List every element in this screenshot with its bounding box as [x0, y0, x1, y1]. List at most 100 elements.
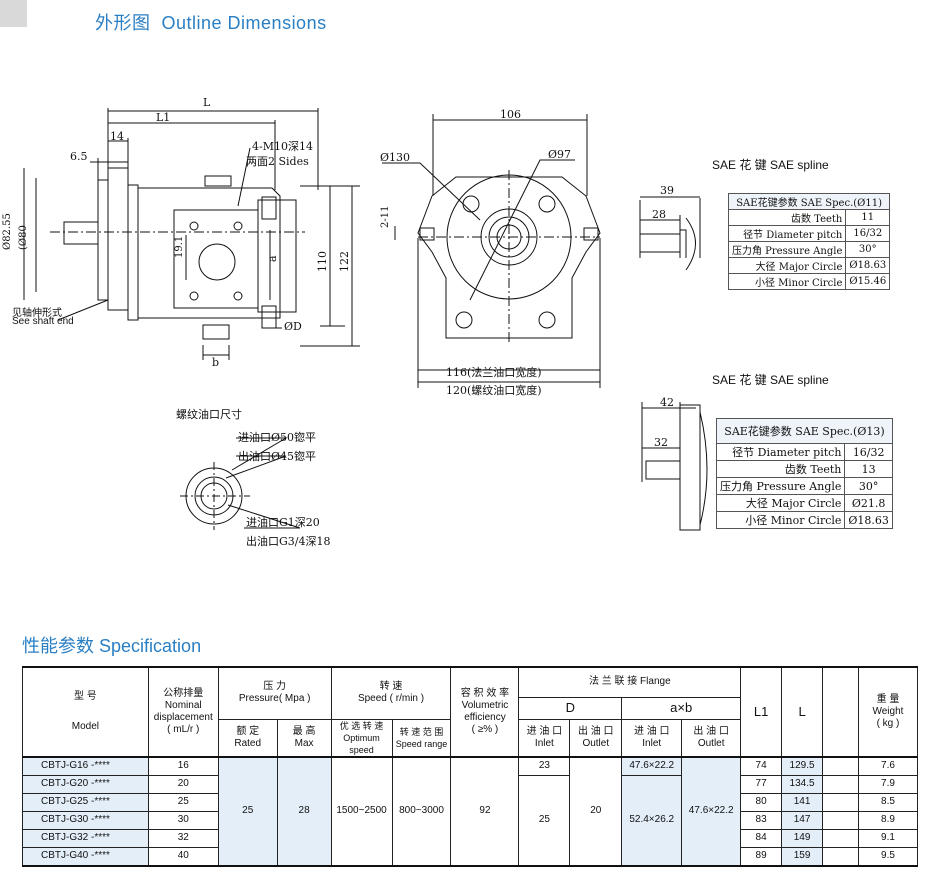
thread-title: 螺纹油口尺寸: [176, 408, 242, 421]
cell-ab-inlet: 52.4×26.2: [621, 774, 683, 866]
dim-b: b: [212, 356, 220, 369]
bolt-label: 4-M10深14: [252, 140, 313, 153]
outlet-g: 出油口G3/4深18: [246, 535, 331, 548]
dim-80: (Ø80: [18, 225, 29, 250]
outline-drawings: [23, 108, 708, 531]
sae11-val: Ø18.63: [845, 257, 891, 274]
cell-L: 129.5: [781, 755, 824, 776]
cell-weight: 7.9: [857, 774, 919, 794]
cell-L1: 74: [740, 755, 783, 776]
dim-130: Ø130: [380, 151, 411, 164]
cell-disp: 16: [147, 755, 219, 776]
cell-weight: 7.6: [857, 755, 919, 776]
cell-L1: 77: [740, 774, 783, 794]
outline-title: 外形图 Outline Dimensions: [95, 13, 327, 33]
h-D: D: [518, 696, 623, 720]
dim-28: 28: [652, 208, 666, 221]
dim-phi-D: ØD: [284, 320, 302, 333]
dim-39: 39: [660, 184, 674, 197]
cell-L: 134.5: [781, 774, 824, 794]
dim-97: Ø97: [548, 148, 572, 161]
table-row-model: CBTJ-G20 -****: [22, 774, 149, 794]
sae13-val: Ø21.8: [844, 494, 893, 512]
sae11-val: 30°: [845, 241, 891, 258]
cell-ab-outlet: 47.6×22.2: [681, 755, 742, 866]
dim-110: 110: [316, 251, 329, 272]
sae13-val: Ø18.63: [844, 511, 893, 529]
cell-weight: 8.5: [857, 792, 919, 812]
sae13-table: SAE花键参数 SAE Spec.(Ø13) 径节 Diameter pitch…: [715, 418, 893, 529]
dim-106: 106: [500, 108, 521, 121]
dim-42: 42: [660, 396, 674, 409]
cell-eff: 92: [450, 755, 520, 866]
cell-max: 28: [276, 755, 332, 866]
sae13-title: SAE 花 键 SAE spline: [712, 373, 829, 387]
cell-range: 800~3000: [391, 755, 452, 866]
shaft-note-en: See shaft end: [12, 316, 74, 327]
cell-weight: 9.5: [857, 846, 919, 866]
dim-L: L: [203, 96, 211, 109]
sae13-val: 13: [844, 460, 893, 478]
dim-L1: L1: [156, 111, 171, 124]
table-row-model: CBTJ-G25 -****: [22, 792, 149, 812]
h-axb: a×b: [621, 696, 742, 720]
cell-opt: 1500~2500: [330, 755, 393, 866]
cell-L1: 84: [740, 828, 783, 848]
cell-L1: 89: [740, 846, 783, 866]
dim-2-11: 2-11: [380, 205, 391, 228]
cell-disp: 25: [147, 792, 219, 812]
dim-6-5: 6.5: [70, 150, 88, 163]
dim-120: 120(螺纹油口宽度): [446, 384, 542, 397]
sae13-key: 大径 Major Circle: [715, 494, 846, 512]
h-L1: L1: [740, 666, 783, 757]
cell-L: 141: [781, 792, 824, 812]
dim-a: a: [266, 255, 279, 262]
sae13-val: 16/32: [844, 443, 893, 461]
sae11-title: SAE 花 键 SAE spline: [712, 158, 829, 172]
sae13-header: SAE花键参数 SAE Spec.(Ø13): [716, 418, 893, 444]
cell-d-inlet: 23: [518, 755, 571, 776]
spec-title: 性能参数 Specification: [22, 636, 202, 656]
cell-disp: 40: [147, 846, 219, 866]
cell-L: 159: [781, 846, 824, 866]
sae13-key: 小径 Minor Circle: [715, 511, 846, 529]
shaft-note-cn: 见轴伸形式: [12, 308, 62, 319]
corner-block: [0, 0, 27, 27]
sae11-header: SAE花键参数 SAE Spec.(Ø11): [727, 193, 891, 210]
cell-L: 149: [781, 828, 824, 848]
outlet-flat: 出油口Ø45锪平: [238, 450, 317, 463]
cell-disp: 30: [147, 810, 219, 830]
sae11-val: 16/32: [845, 225, 891, 242]
sae11-val: Ø15.46: [845, 273, 891, 290]
sae11-key: 大径 Major Circle: [727, 257, 847, 274]
cell-L1: 80: [740, 792, 783, 812]
sae13-val: 30°: [844, 477, 893, 495]
sae13-key: 径节 Diameter pitch: [715, 443, 846, 461]
dim-32: 32: [654, 436, 668, 449]
table-row-model: CBTJ-G32 -****: [22, 828, 149, 848]
cell-L: 147: [781, 810, 824, 830]
sae13-key: 压力角 Pressure Angle: [715, 477, 846, 495]
sae13-key: 齿数 Teeth: [715, 460, 846, 478]
cell-disp: 32: [147, 828, 219, 848]
sae11-key: 径节 Diameter pitch: [727, 225, 847, 242]
dim-14: 14: [110, 130, 124, 143]
cell-rated: 25: [217, 755, 278, 866]
